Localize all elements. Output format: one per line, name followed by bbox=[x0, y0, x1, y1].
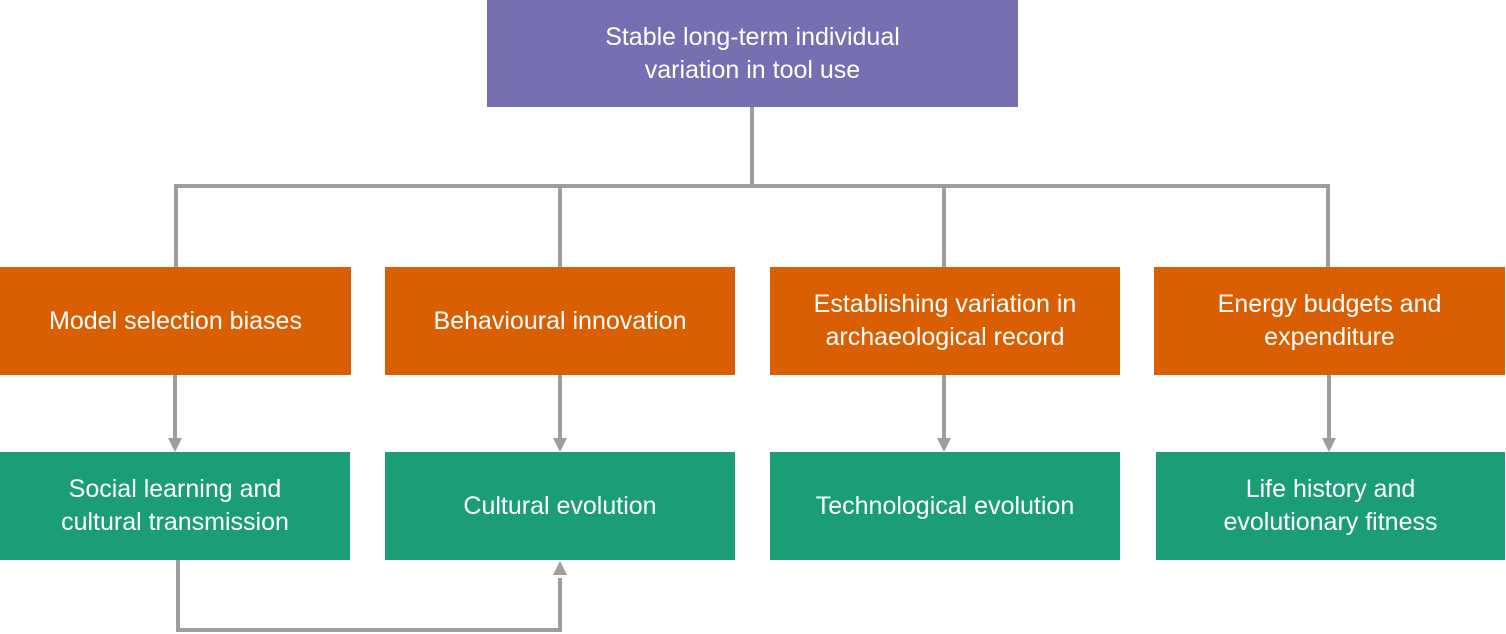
node-label: Energy budgets and expenditure bbox=[1217, 290, 1442, 351]
node-label: Technological evolution bbox=[815, 491, 1075, 520]
node-label: Establishing variation in archaeological… bbox=[813, 290, 1077, 351]
node-label: Social learning and cultural transmissio… bbox=[61, 475, 289, 536]
root-node-label: Stable long-term individual variation in… bbox=[605, 22, 900, 84]
root-node: Stable long-term individual variation in… bbox=[487, 0, 1018, 107]
feedback-arrowhead bbox=[553, 561, 567, 575]
node-label: Behavioural innovation bbox=[433, 306, 687, 335]
arrowhead-1 bbox=[168, 438, 182, 452]
node-technological-evolution: Technological evolution bbox=[770, 452, 1120, 560]
node-energy-budgets: Energy budgets and expenditure bbox=[1154, 267, 1505, 375]
node-behavioural-innovation: Behavioural innovation bbox=[385, 267, 735, 375]
arrowhead-4 bbox=[1322, 438, 1336, 452]
feedback-loop-line bbox=[176, 560, 562, 632]
arrowhead-2 bbox=[553, 438, 567, 452]
node-social-learning: Social learning and cultural transmissio… bbox=[0, 452, 350, 560]
node-label: Life history and evolutionary fitness bbox=[1223, 475, 1438, 536]
node-cultural-evolution: Cultural evolution bbox=[385, 452, 735, 560]
node-label: Cultural evolution bbox=[463, 491, 657, 520]
node-life-history: Life history and evolutionary fitness bbox=[1156, 452, 1505, 560]
node-archaeological-record: Establishing variation in archaeological… bbox=[770, 267, 1120, 375]
arrowhead-3 bbox=[937, 438, 951, 452]
node-label: Model selection biases bbox=[49, 306, 302, 335]
node-model-selection-biases: Model selection biases bbox=[0, 267, 351, 375]
